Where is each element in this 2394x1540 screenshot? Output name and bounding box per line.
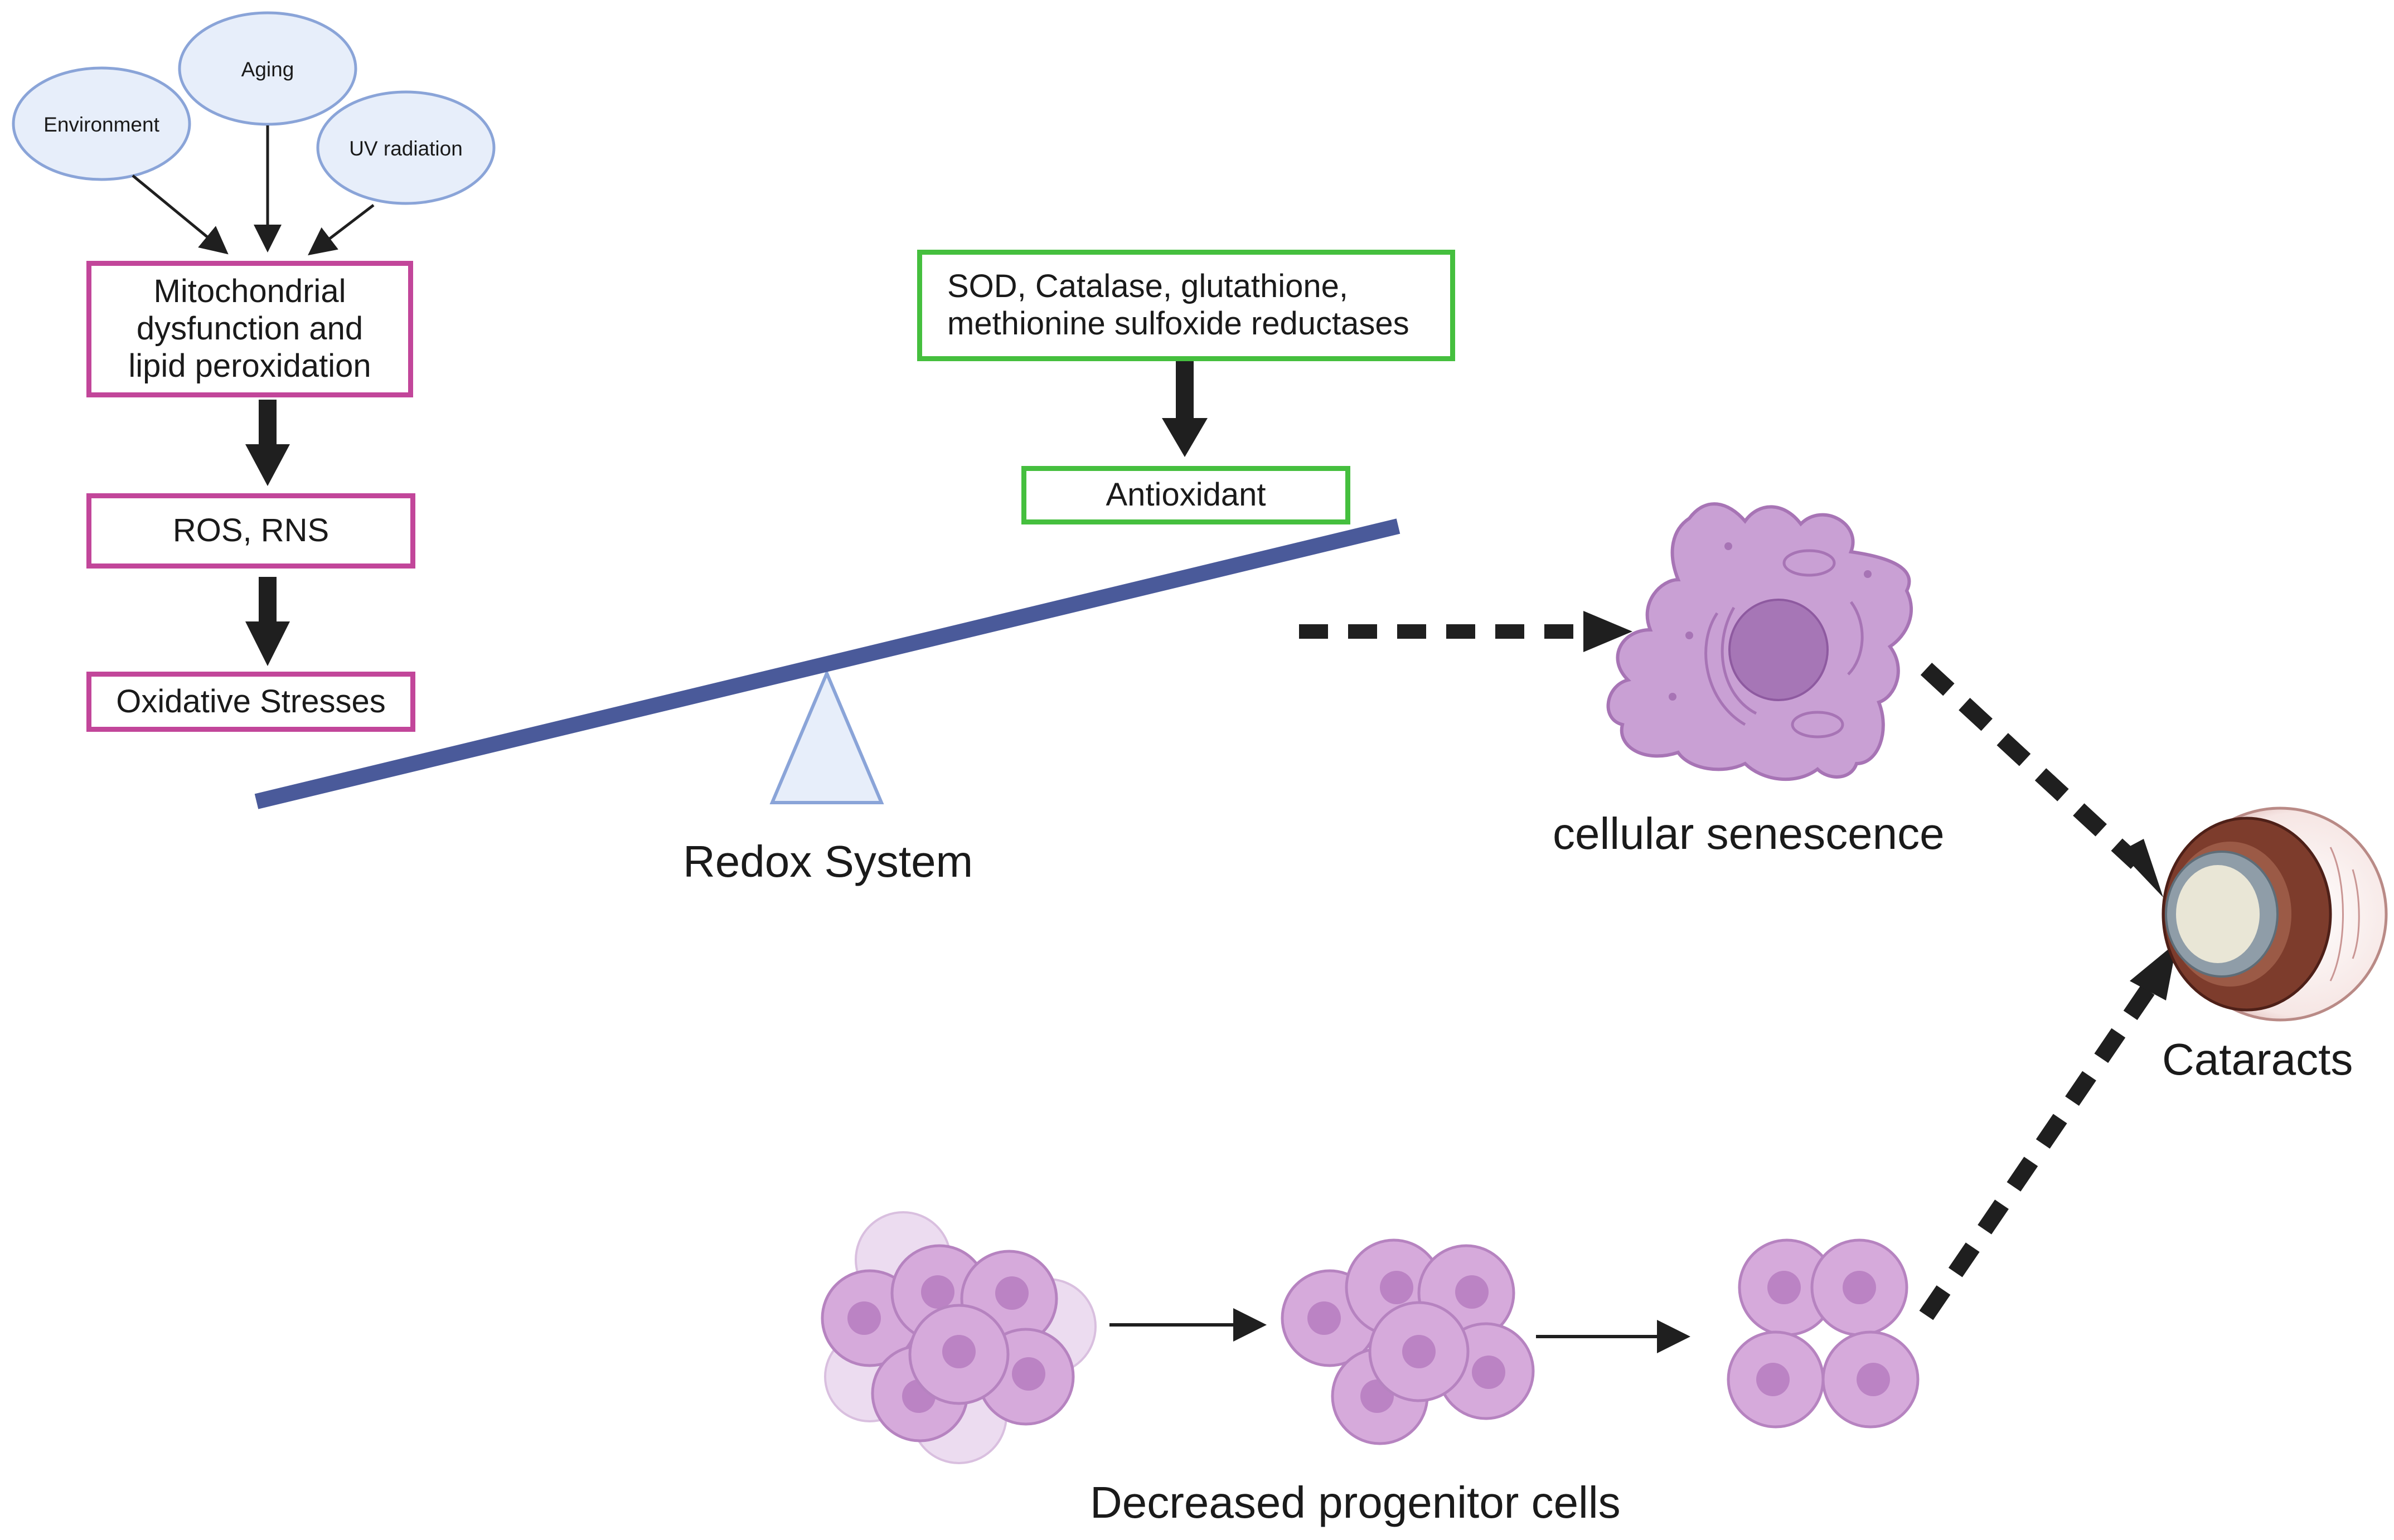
- uv-radiation-label: UV radiation: [349, 137, 463, 160]
- ros-rns-text: ROS, RNS: [172, 512, 329, 549]
- antioxidant-text: Antioxidant: [1106, 477, 1266, 513]
- progenitor-cluster-small: [1727, 1238, 1920, 1429]
- fulcrum: [769, 669, 884, 804]
- aging-oval: [178, 11, 357, 126]
- mito-to-ros-arrow: [245, 400, 290, 486]
- cataract-eye-icon: [2162, 807, 2388, 1022]
- mito-dysfunction-text: Mitochondrial dysfunction and lipid pero…: [128, 273, 371, 384]
- antioxidant-enzymes-box: SOD, Catalase, glutathione, methionine s…: [917, 250, 1455, 361]
- progenitor-to-cataracts-arrow: [1919, 983, 2156, 1320]
- cellular-senescence-label: cellular senescence: [1553, 809, 1945, 858]
- environment-arrow: [132, 174, 229, 255]
- uv-arrow: [308, 204, 375, 256]
- enzymes-to-antioxidant-arrow: [1162, 360, 1208, 457]
- redox-system-label: Redox System: [683, 837, 973, 886]
- ros-to-oxidative-arrow: [245, 577, 290, 666]
- decreased-progenitor-cells-label: Decreased progenitor cells: [1090, 1478, 1621, 1527]
- oxidative-stresses-text: Oxidative Stresses: [116, 683, 386, 720]
- antioxidant-enzymes-text: SOD, Catalase, glutathione, methionine s…: [947, 268, 1409, 342]
- uv-oval: [316, 90, 496, 205]
- ros-rns-box: ROS, RNS: [86, 493, 415, 569]
- progenitor-cluster-large: [821, 1211, 1097, 1464]
- aging-label: Aging: [241, 58, 294, 81]
- senescent-cell: [1606, 502, 1913, 781]
- environment-oval: [12, 66, 191, 181]
- senescence-to-cataracts-arrow: [1920, 662, 2143, 869]
- antioxidant-box: Antioxidant: [1021, 466, 1350, 524]
- seesaw-beam: [254, 518, 1400, 809]
- mito-dysfunction-box: Mitochondrial dysfunction and lipid pero…: [86, 261, 413, 397]
- cataracts-label: Cataracts: [2162, 1034, 2353, 1084]
- progenitor-cluster-medium: [1281, 1238, 1535, 1445]
- oxidative-stresses-box: Oxidative Stresses: [86, 672, 415, 732]
- environment-label: Environment: [43, 113, 159, 136]
